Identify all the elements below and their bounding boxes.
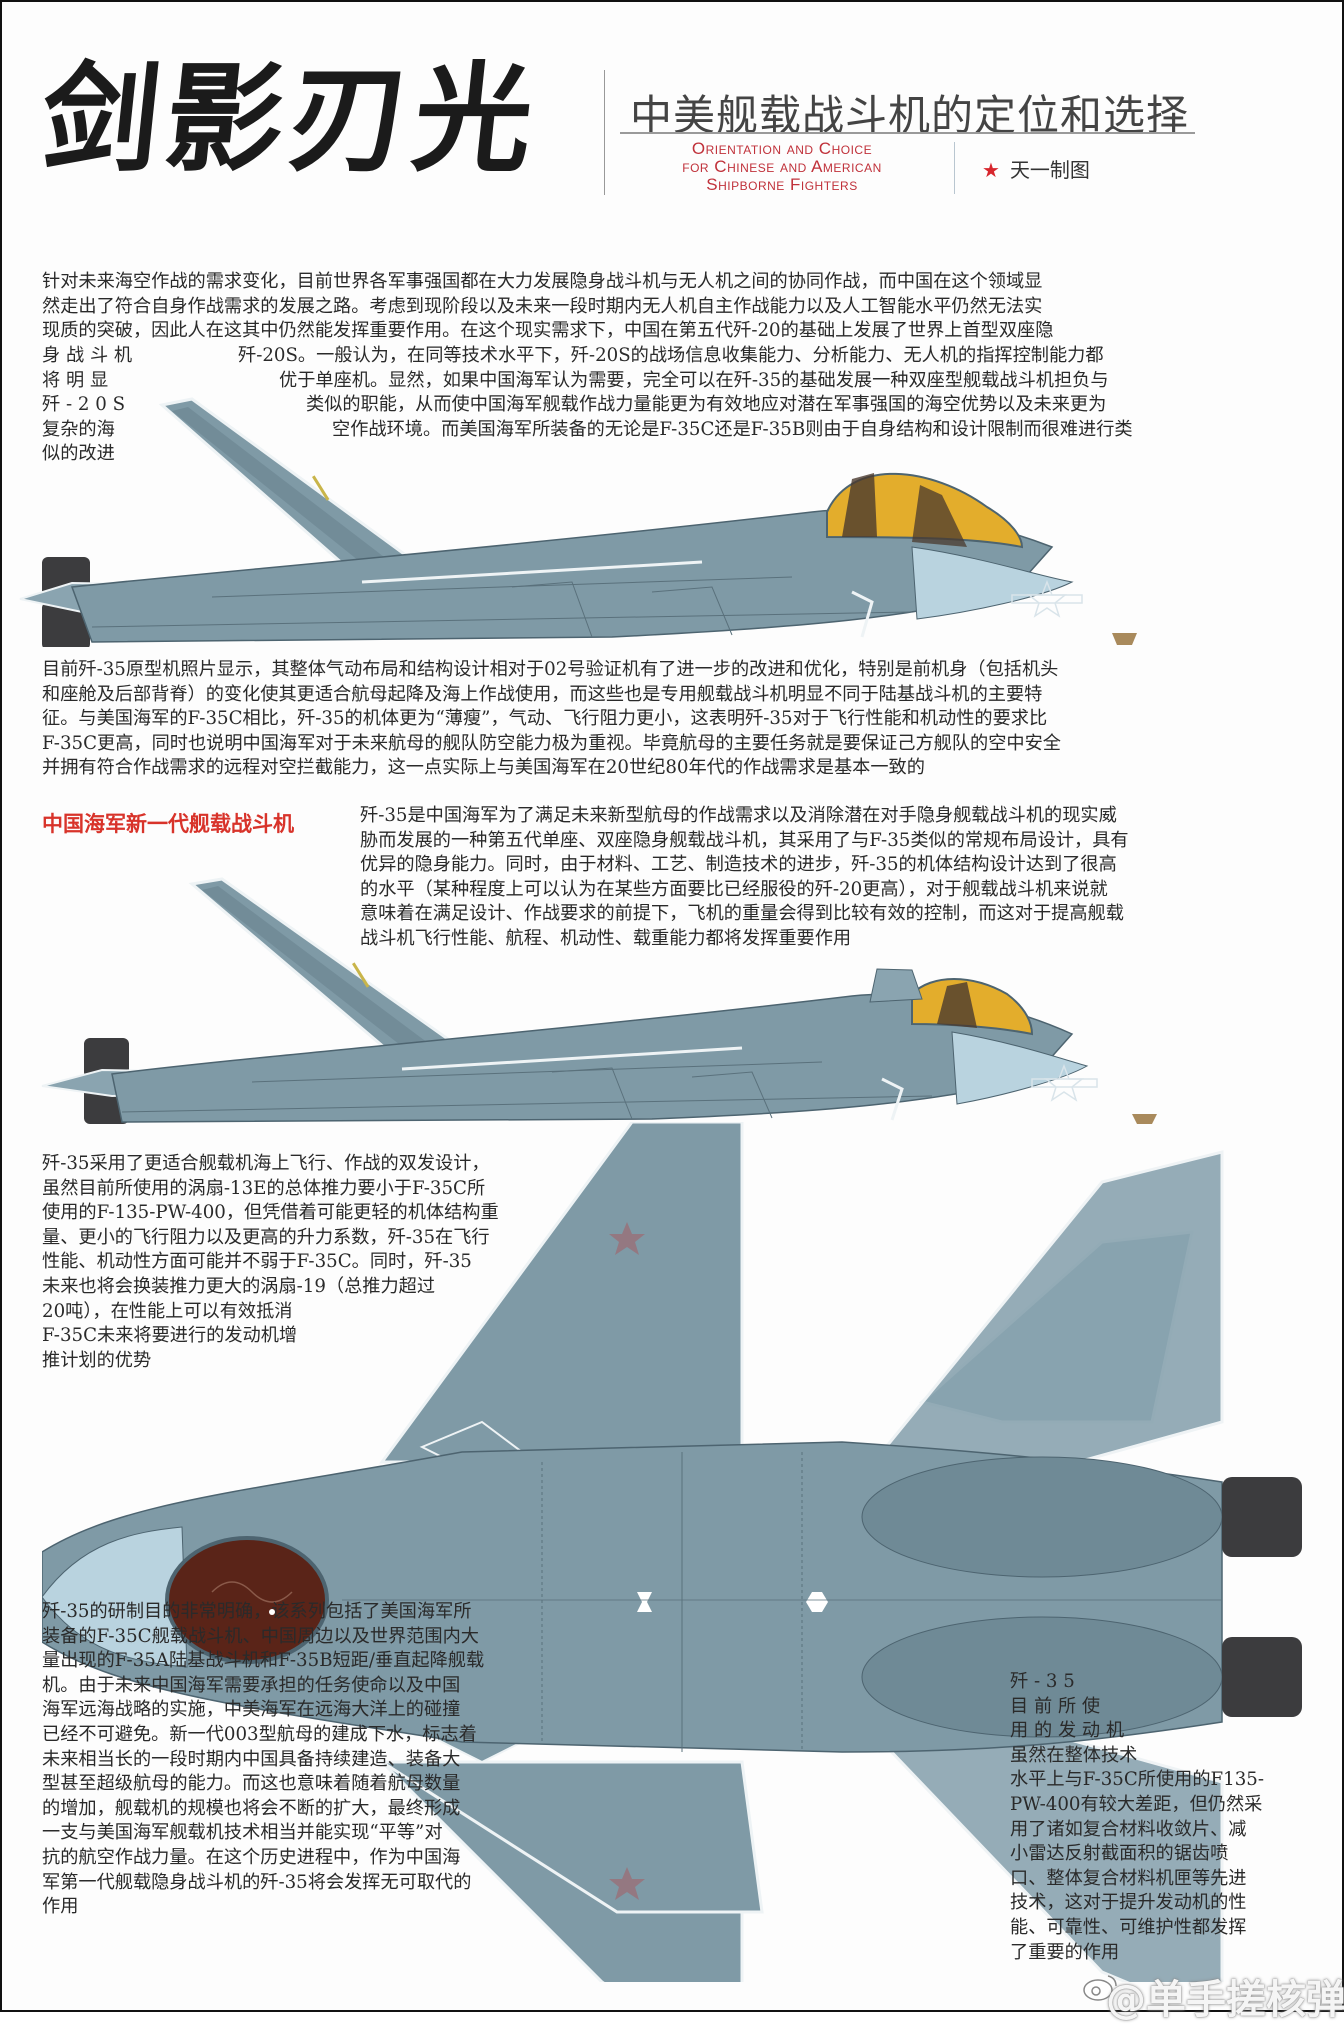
text-line: 歼-35的研制目的非常明确，该系列包括了美国海军所: [42, 1601, 472, 1622]
text-line: PW-400有较大差距，但仍然采: [1010, 1793, 1263, 1815]
text-line: 歼 - 2 0 S: [42, 394, 126, 416]
weibo-icon: [1083, 1975, 1117, 2001]
text-line: 口、整体复合材料机匣等先进: [1010, 1867, 1247, 1889]
illustration-credit: ★ 天一制图: [982, 154, 1090, 183]
j35-top-view-illustration: [42, 1122, 1302, 1982]
text-line: F-35C未来将要进行的发动机增: [42, 1325, 298, 1347]
text-line: 虽然在整体技术: [1010, 1744, 1138, 1766]
text-line: 量、更小的飞行阻力以及更高的升力系数，歼-35在飞行: [42, 1226, 490, 1248]
text-line: 使用的F-135-PW-400，但凭借着可能更轻的机体结构重: [42, 1202, 499, 1224]
english-subtitle-line: for Chinese and American: [682, 157, 882, 176]
text-line: 似的改进: [42, 443, 115, 465]
text-line: 战斗机飞行性能、航程、机动性、载重能力都将发挥重要作用: [360, 927, 852, 949]
text-line: 一支与美国海军舰载机技术相当并能实现“平等”对: [42, 1822, 443, 1844]
text-line: 已经不可避免。新一代003型航母的建成下水，标志着: [42, 1723, 477, 1745]
text-line: 的水平（某种程度上可以认为在某些方面要比已经服役的歼-20更高），对于舰载战斗机…: [360, 878, 1108, 900]
text-line: 推计划的优势: [42, 1349, 152, 1371]
text-line: 目 前 所 使: [1010, 1695, 1101, 1717]
text-line: 作用: [42, 1896, 79, 1918]
text-line: 用了诸如复合材料收敛片、减: [1010, 1818, 1247, 1840]
text-line: 胁而发展的一种第五代单座、双座隐身舰载战斗机，其采用了与F-35类似的常规布局设…: [360, 829, 1129, 851]
text-line: 身 战 斗 机: [42, 345, 133, 366]
text-line: 现质的突破，因此人在这其中仍然能发挥重要作用。在这个现实需求下，中国在第五代歼-…: [42, 320, 1054, 342]
text-line: 能、可靠性、可维护性都发挥: [1010, 1916, 1247, 1938]
english-subtitle: Orientation and Choice for Chinese and A…: [622, 140, 942, 194]
english-subtitle-line: Shipborne Fighters: [706, 175, 858, 194]
text-line: 机。由于未来中国海军需要承担的任务使命以及中国: [42, 1674, 461, 1696]
text-line: 水平上与F-35C所使用的F135-: [1010, 1769, 1264, 1791]
calligraphy-title: 剑影刃光: [34, 49, 546, 188]
stealth-paragraph: 歼-35是中国海军为了满足未来新型航母的作战需求以及消除潜在对手隐身舰载战斗机的…: [360, 804, 1310, 952]
text-line: 性能、机动性方面可能并不弱于F-35C。同时，歼-35: [42, 1251, 472, 1273]
text-line: 20吨），在性能上可以有效抵消: [42, 1300, 293, 1322]
text-line: 了重要的作用: [1010, 1941, 1120, 1963]
text-line: 海军远海战略的实施，中美海军在远海大洋上的碰撞: [42, 1699, 461, 1721]
text-line: 装备的F-35C舰载战斗机、中国周边以及世界范围内大: [42, 1625, 479, 1647]
text-line: 量出现的F-35A陆基战斗机和F-35B短距/垂直起降舰载: [42, 1650, 485, 1672]
text-line: 征。与美国海军的F-35C相比，歼-35的机体更为“薄瘦”，气动、飞行阻力更小，…: [42, 708, 1048, 730]
text-line: 目前歼-35原型机照片显示，其整体气动布局和结构设计相对于02号验证机有了进一步…: [42, 659, 1059, 680]
text-line: 针对未来海空作战的需求变化，目前世界各军事强国都在大力发展隐身战斗机与无人机之间…: [42, 271, 1043, 292]
text-line: 歼 - 3 5: [1010, 1671, 1075, 1692]
text-line: 歼-35采用了更适合舰载机海上飞行、作战的双发设计，: [42, 1153, 490, 1174]
text-line: 型甚至超级航母的能力。而这也意味着随着航母数量: [42, 1773, 461, 1795]
text-line: 技术，这对于提升发动机的性: [1010, 1892, 1247, 1914]
text-line: 将 明 显: [42, 369, 109, 391]
text-line: 抗的航空作战力量。在这个历史进程中，作为中国海: [42, 1846, 461, 1868]
text-line: 复杂的海: [42, 418, 115, 440]
red-star-icon: ★: [982, 158, 1000, 182]
text-line: 未来相当长的一段时期内中国具备持续建造、装备大: [42, 1748, 461, 1770]
header-divider: [604, 70, 605, 195]
text-line: 优异的隐身能力。同时，由于材料、工艺、制造技术的进步，歼-35的机体结构设计达到…: [360, 854, 1117, 876]
intro-right-column: 歼-20S。一般认为，在同等技术水平下，歼-20S的战场信息收集能力、分析能力、…: [238, 344, 1133, 442]
text-line: 歼-20S。一般认为，在同等技术水平下，歼-20S的战场信息收集能力、分析能力、…: [238, 345, 1104, 366]
header-rule: [620, 132, 1195, 134]
text-line: 用 的 发 动 机: [1010, 1720, 1125, 1742]
intro-left-column: 身 战 斗 机 将 明 显 歼 - 2 0 S 复杂的海 似的改进: [42, 344, 182, 467]
intro-paragraph: 针对未来海空作战的需求变化，目前世界各军事强国都在大力发展隐身战斗机与无人机之间…: [42, 270, 1310, 344]
section-heading: 中国海军新一代舰载战斗机: [42, 812, 294, 836]
english-subtitle-line: Orientation and Choice: [691, 139, 873, 158]
j20s-side-profile-illustration: [19, 397, 1137, 647]
purpose-paragraph: 歼-35的研制目的非常明确，该系列包括了美国海军所 装备的F-35C舰载战斗机、…: [42, 1600, 582, 1920]
credit-text: 天一制图: [1009, 158, 1090, 182]
text-line: 未来也将会换装推力更大的涡扇-19（总推力超过: [42, 1275, 436, 1297]
text-line: 小雷达反射截面积的锯齿喷: [1010, 1843, 1229, 1865]
engine-paragraph: 歼-35采用了更适合舰载机海上飞行、作战的双发设计， 虽然目前所使用的涡扇-13…: [42, 1152, 602, 1373]
text-line: 军第一代舰载隐身战斗机的歼-35将会发挥无可取代的: [42, 1871, 472, 1893]
prototype-paragraph: 目前歼-35原型机照片显示，其整体气动布局和结构设计相对于02号验证机有了进一步…: [42, 658, 1310, 781]
j35-side-profile-illustration: [41, 877, 1157, 1124]
engine-tech-paragraph: 歼 - 3 5 目 前 所 使 用 的 发 动 机 虽然在整体技术 水平上与F-…: [1010, 1670, 1320, 1965]
text-line: 的增加，舰载机的规模也将会不断的扩大，最终形成: [42, 1797, 461, 1819]
text-line: 歼-35是中国海军为了满足未来新型航母的作战需求以及消除潜在对手隐身舰载战斗机的…: [360, 805, 1117, 826]
chinese-subtitle: 中美舰载战斗机的定位和选择: [630, 91, 1190, 140]
text-line: F-35C更高，同时也说明中国海军对于未来航母的舰队防空能力极为重视。毕竟航母的…: [42, 732, 1061, 754]
text-line: 虽然目前所使用的涡扇-13E的总体推力要小于F-35C所: [42, 1177, 486, 1199]
watermark-text: @单手搓核弹: [1106, 1977, 1344, 2023]
text-line: 然走出了符合自身作战需求的发展之路。考虑到现阶段以及未来一段时期内无人机自主作战…: [42, 295, 1043, 317]
text-line: 并拥有符合作战需求的远程对空拦截能力，这一点实际上与美国海军在20世纪80年代的…: [42, 757, 925, 779]
text-line: 和座舱及后部背脊）的变化使其更适合航母起降及海上作战使用，而这些也是专用舰载战斗…: [42, 683, 1043, 705]
text-line: 意味着在满足设计、作战要求的前提下，飞机的重量会得到比较有效的控制，而这对于提高…: [360, 903, 1124, 925]
credit-divider: [954, 142, 955, 194]
text-line: 空作战环境。而美国海军所装备的无论是F-35C还是F-35B则由于自身结构和设计…: [332, 418, 1133, 440]
text-line: 优于单座机。显然，如果中国海军认为需要，完全可以在歼-35的基础发展一种双座型舰…: [279, 369, 1109, 391]
text-line: 类似的职能，从而使中国海军舰载作战力量能更为有效地应对潜在军事强国的海空优势以及…: [306, 394, 1107, 416]
